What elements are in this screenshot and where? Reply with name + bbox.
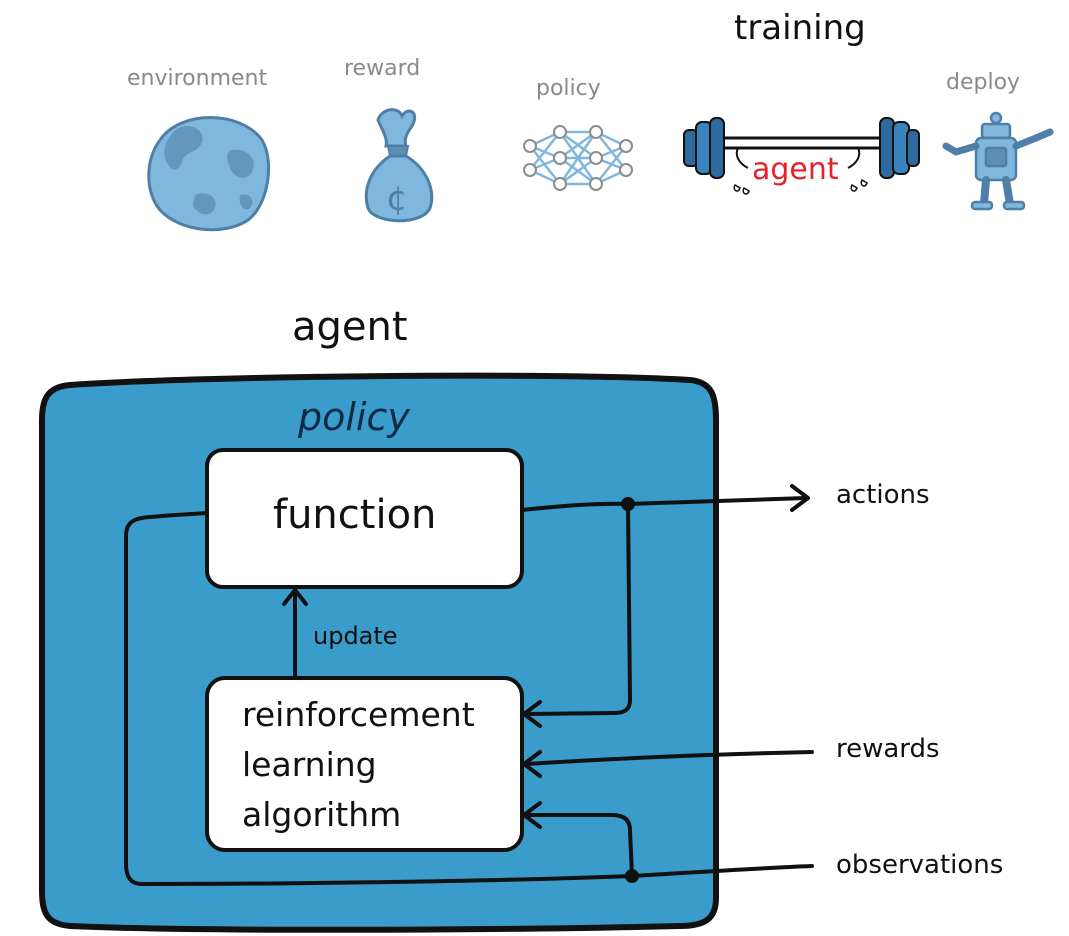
- cent-symbol: ¢: [386, 179, 408, 219]
- robot-icon: [942, 111, 1054, 211]
- algorithm-line-2: learning: [242, 745, 377, 784]
- nn-node: [619, 139, 633, 153]
- algorithm-line-3: algorithm: [242, 795, 402, 834]
- algorithm-line-1: reinforcement: [242, 695, 475, 734]
- agent-tag-label: agent: [752, 152, 839, 187]
- observations-arrow: [124, 511, 814, 886]
- rewards-label: rewards: [836, 734, 940, 764]
- nn-node: [619, 163, 633, 177]
- policy-stage-label: policy: [536, 76, 601, 101]
- neural-network-nodes: [523, 125, 633, 191]
- actions-label: actions: [836, 480, 930, 510]
- agent-title: agent: [292, 304, 408, 350]
- function-box: [205, 448, 524, 589]
- barbell-icon: [683, 117, 920, 195]
- money-bag-icon: ¢: [364, 108, 434, 223]
- nn-node: [589, 177, 603, 191]
- rewards-arrow: [522, 750, 814, 778]
- nn-node: [553, 151, 567, 165]
- update-label: update: [313, 622, 398, 650]
- nn-node: [523, 139, 537, 153]
- observations-junction: [625, 869, 639, 883]
- algorithm-label: reinforcement learning algorithm: [242, 690, 475, 840]
- neural-network-icon: [529, 130, 627, 186]
- reward-label: reward: [344, 56, 421, 81]
- training-title: training: [734, 8, 866, 48]
- nn-node: [589, 151, 603, 165]
- observations-label: observations: [836, 850, 1004, 880]
- globe-icon: [147, 116, 270, 232]
- deploy-label: deploy: [946, 70, 1021, 95]
- environment-label: environment: [127, 66, 268, 91]
- nn-node: [553, 177, 567, 191]
- update-arrow: [282, 588, 308, 680]
- function-label: function: [273, 492, 437, 538]
- action-feedback-arrow: [522, 502, 632, 728]
- policy-title: policy: [298, 395, 410, 439]
- nn-node: [553, 125, 567, 139]
- nn-node: [589, 125, 603, 139]
- nn-node: [523, 163, 537, 177]
